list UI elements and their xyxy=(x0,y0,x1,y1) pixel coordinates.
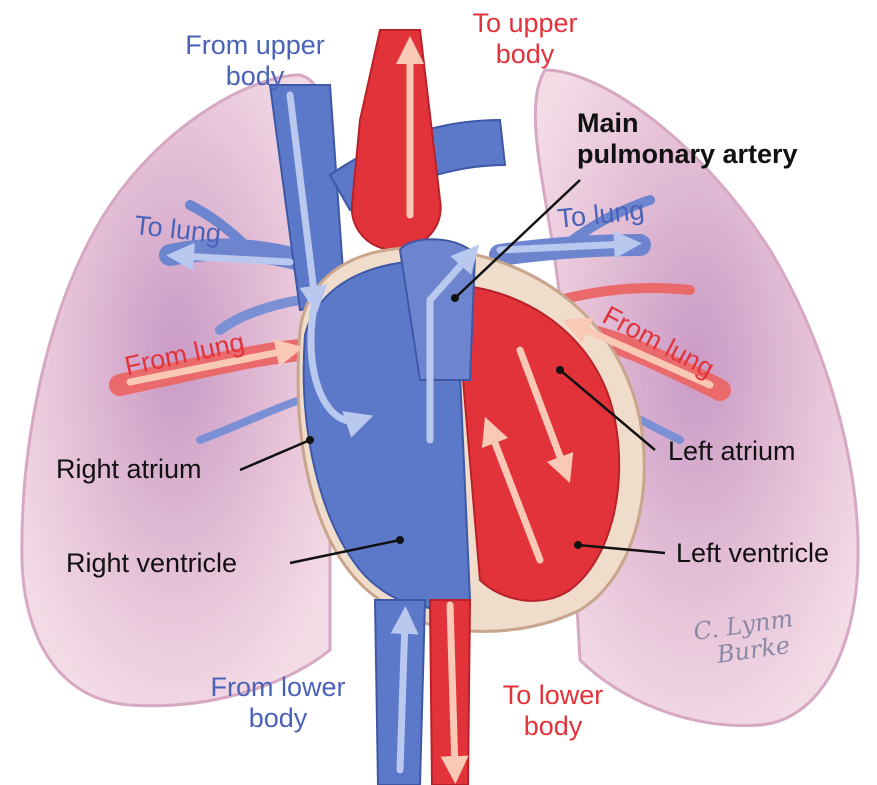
label-right-ventricle: Right ventricle xyxy=(66,548,237,579)
label-right-atrium: Right atrium xyxy=(56,454,202,485)
label-from-lower-body-line1: From lower xyxy=(188,672,368,703)
label-to-upper-body-line1: To upper xyxy=(445,8,605,39)
label-to-upper-body-line2: body xyxy=(445,39,605,70)
label-from-lower-body: From lower body xyxy=(188,672,368,734)
label-from-upper-body-line2: body xyxy=(150,61,360,92)
label-to-lower-body: To lower body xyxy=(478,680,628,742)
label-left-atrium: Left atrium xyxy=(668,436,796,467)
label-to-lower-body-line2: body xyxy=(478,711,628,742)
label-to-lower-body-line1: To lower xyxy=(478,680,628,711)
label-from-upper-body-line1: From upper xyxy=(150,30,360,61)
label-main-pulmonary-artery: Main pulmonary artery xyxy=(577,108,798,170)
label-main-pulmonary-artery-line1: Main xyxy=(577,108,798,139)
aorta xyxy=(352,30,441,250)
label-from-lower-body-line2: body xyxy=(188,703,368,734)
label-to-upper-body: To upper body xyxy=(445,8,605,70)
label-main-pulmonary-artery-line2: pulmonary artery xyxy=(577,139,798,170)
label-left-ventricle: Left ventricle xyxy=(676,538,829,569)
label-from-upper-body: From upper body xyxy=(150,30,360,92)
